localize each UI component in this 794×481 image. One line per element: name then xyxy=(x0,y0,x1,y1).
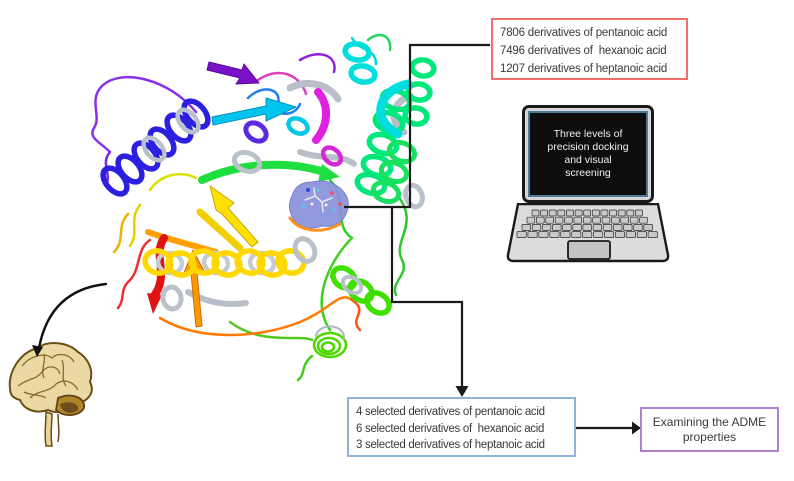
protein-helices xyxy=(100,41,437,359)
bottom-box-line-3: 3 selected derivatives of heptanoic acid xyxy=(356,439,545,451)
screen-line-4: screening xyxy=(565,167,611,179)
adme-properties-box: Examining the ADME properties xyxy=(640,407,779,452)
derivative-counts-box: 7806 derivatives of pentanoic acid 7496 … xyxy=(491,18,688,80)
top-box-line-1: 7806 derivatives of pentanoic acid xyxy=(500,27,668,39)
selected-derivatives-box: 4 selected derivatives of pentanoic acid… xyxy=(347,397,576,457)
screen-line-3: and visual xyxy=(564,154,612,166)
laptop-keyboard xyxy=(506,203,670,263)
keyboard-keys xyxy=(516,209,658,238)
adme-box-line-2: properties xyxy=(682,430,737,444)
adme-box-line-1: Examining the ADME xyxy=(652,415,767,429)
laptop-touchpad xyxy=(567,240,611,260)
screen-line-2: precision docking xyxy=(547,141,629,153)
laptop-screen: Three levels of precision docking and vi… xyxy=(522,105,654,203)
protein-ribbon-structure xyxy=(91,33,437,382)
laptop-screen-text: Three levels of precision docking and vi… xyxy=(528,111,648,197)
laptop-computer: Three levels of precision docking and vi… xyxy=(504,105,672,265)
curved-arrow-protein-to-brain xyxy=(32,282,108,357)
connector-protein-to-top-box xyxy=(344,43,490,209)
ligand-atoms xyxy=(301,188,342,212)
connector-protein-to-bottom-box xyxy=(390,207,464,388)
green-end-coil xyxy=(312,331,348,359)
top-box-line-3: 1207 derivatives of heptanoic acid xyxy=(500,63,668,75)
ligand-binding-site xyxy=(288,180,349,232)
brain-illustration xyxy=(8,342,93,447)
bottom-box-line-2: 6 selected derivatives of hexanoic acid xyxy=(356,422,545,435)
connectors xyxy=(344,43,641,435)
top-box-line-2: 7496 derivatives of hexanoic acid xyxy=(500,45,667,57)
bottom-box-line-1: 4 selected derivatives of pentanoic acid xyxy=(356,406,545,418)
screen-line-1: Three levels of xyxy=(553,128,623,140)
arrowhead-down-icon xyxy=(455,386,469,397)
ligand-sticks xyxy=(304,187,333,213)
arrowhead-right-icon xyxy=(632,421,641,435)
protein-loops xyxy=(91,33,408,382)
